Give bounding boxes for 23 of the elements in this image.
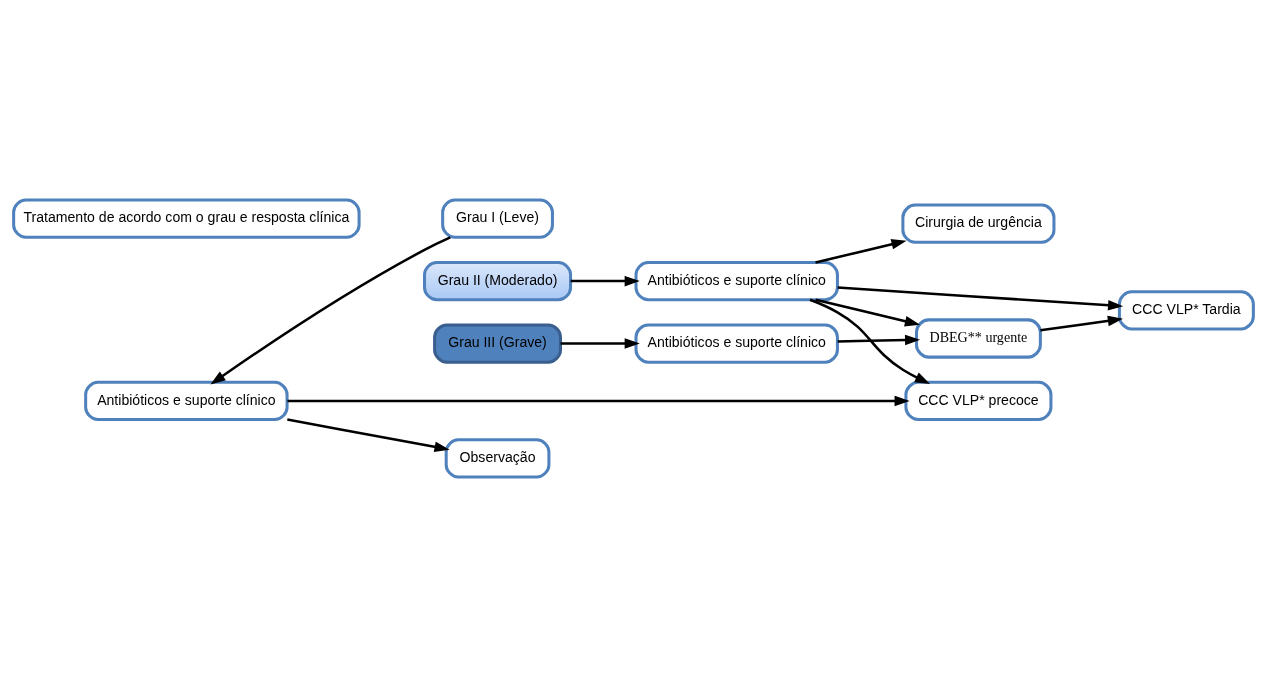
arrow (837, 286, 1124, 311)
arrow (815, 239, 907, 264)
arrow (287, 418, 450, 453)
node-box: Grau III (Grave) (433, 323, 562, 364)
arrow (570, 275, 640, 287)
arrow (210, 236, 451, 385)
arrow (560, 338, 640, 349)
node-box: CCC VLP* Tardia (1117, 290, 1255, 331)
node-box: DBEG** urgente (915, 318, 1042, 359)
node-box: Antibióticos e suporte clínico (634, 323, 839, 364)
node-box: CCC VLP* precoce (904, 380, 1053, 422)
arrow (1040, 315, 1123, 332)
arrow (815, 298, 920, 327)
node-box: Grau I (Leve) (441, 198, 554, 239)
node-box: Grau II (Moderado) (423, 260, 573, 302)
node-box: Cirurgia de urgência (901, 203, 1056, 244)
arrow (809, 298, 931, 384)
node-box: Tratamento de acordo com o grau e resposta clínica (12, 198, 361, 239)
node-box: Observação (444, 438, 551, 479)
node-box: Antibióticos e suporte clínico (84, 380, 289, 422)
arrow (287, 395, 910, 407)
node-box: Antibióticos e suporte clínico (634, 260, 839, 302)
arrow (837, 334, 921, 346)
